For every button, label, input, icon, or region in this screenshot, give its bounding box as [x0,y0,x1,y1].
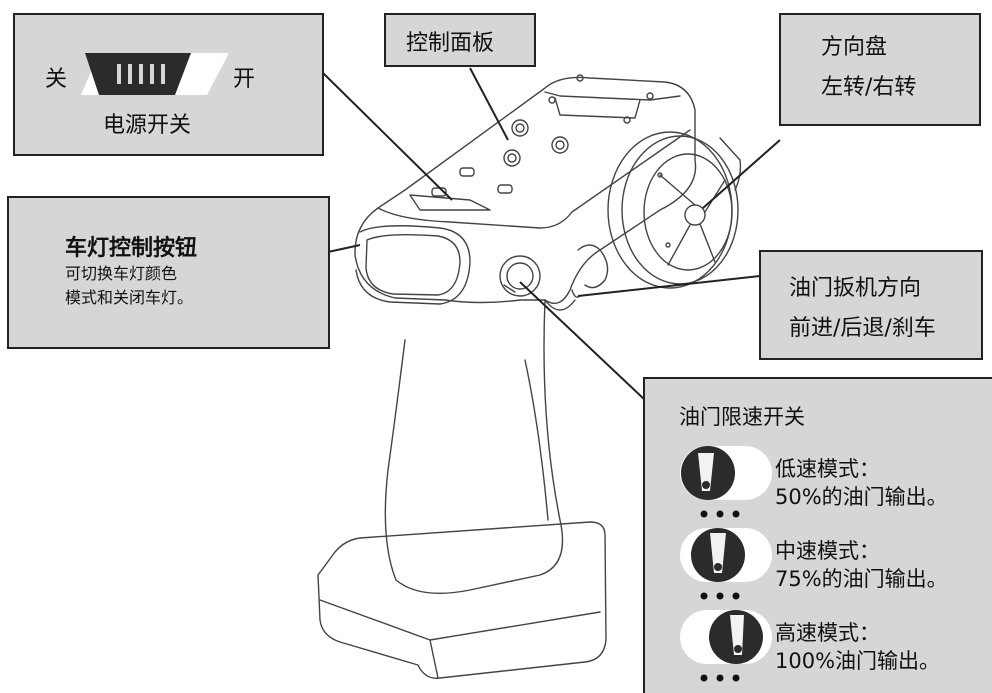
speed-limit-callout: 油门限速开关 低速模式： 50%的油门输出。 中速模式： 75%的油门输出。 高… [643,377,992,693]
high-speed-desc: 100%油门输出。 [775,649,941,673]
light-button-desc-1: 可切换车灯颜色 [65,264,178,283]
mid-speed-desc: 75%的油门输出。 [775,567,948,591]
throttle-trigger [571,244,609,298]
control-panel-title: 控制面板 [406,31,495,56]
leader-light [327,244,361,253]
mid-speed-switch-icon [680,528,772,600]
leader-control [469,67,509,141]
throttle-subtitle: 前进/后退/刹车 [789,316,936,341]
steering-wheel [607,131,742,289]
power-switch-icon [81,53,229,95]
transmitter-base [317,521,607,679]
leader-power [321,71,453,201]
high-speed-name: 高速模式： [775,621,880,645]
power-off-label: 关 [45,67,68,92]
power-switch-title: 电源开关 [103,113,192,138]
transmitter-grip [384,299,576,595]
control-panel-callout: 控制面板 [384,13,536,67]
steering-callout: 方向盘 左转/右转 [779,13,981,126]
leader-speed [519,281,646,401]
light-button-callout: 车灯控制按钮 可切换车灯颜色 模式和关闭车灯。 [7,196,330,349]
low-speed-switch-icon [680,446,772,518]
steering-title: 方向盘 [821,35,888,60]
light-button-title: 车灯控制按钮 [65,236,198,261]
speed-limit-title: 油门限速开关 [679,405,805,429]
leader-trigger [577,275,761,297]
power-on-label: 开 [233,67,256,92]
light-button-desc-2: 模式和关闭车灯。 [65,288,194,307]
low-speed-name: 低速模式： [775,457,880,481]
leader-steering [702,139,781,209]
throttle-callout: 油门扳机方向 前进/后退/刹车 [759,250,983,360]
high-speed-switch-icon [680,610,772,682]
throttle-title: 油门扳机方向 [789,276,922,301]
steering-subtitle: 左转/右转 [821,75,917,100]
power-switch-callout: 关 开 电源开关 [13,13,324,156]
transmitter-body [354,74,697,305]
mid-speed-name: 中速模式： [775,539,880,563]
low-speed-desc: 50%的油门输出。 [775,485,948,509]
